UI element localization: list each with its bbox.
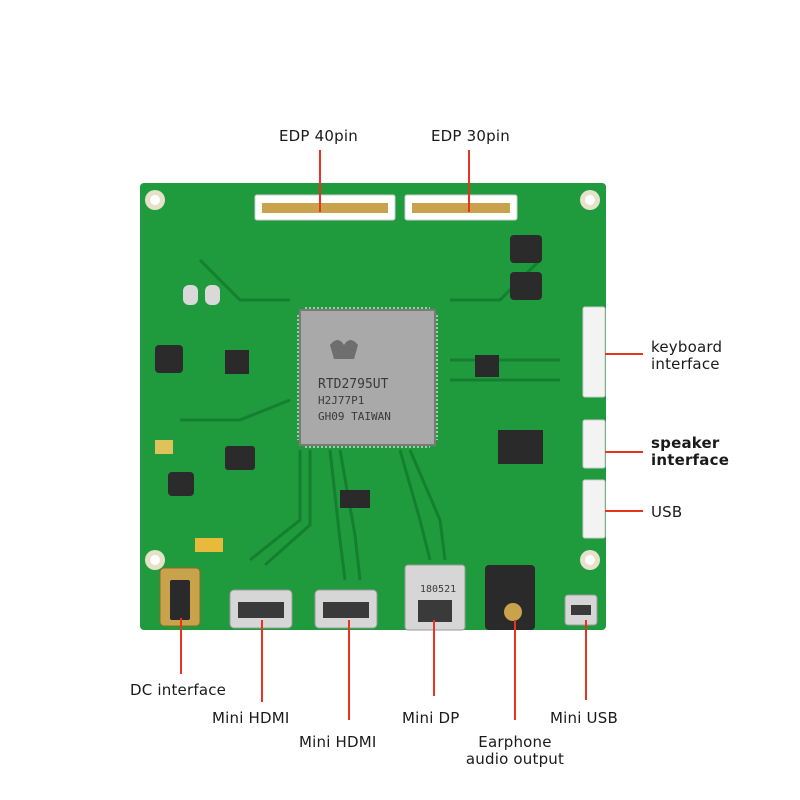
leader-hdmi2 — [348, 620, 350, 720]
label-earphone-audio-output: Earphone audio output — [455, 733, 575, 768]
speaker-connector — [582, 419, 606, 469]
label-dc-interface: DC interface — [130, 681, 227, 699]
label-speaker-line1: speaker — [651, 434, 720, 452]
main-chip — [299, 309, 436, 446]
dp-marking: 180521 — [420, 584, 456, 595]
keyboard-connector — [582, 306, 606, 398]
chip-marking-3: GH09 TAIWAN — [318, 410, 391, 423]
chip-marking-2: H2J77P1 — [318, 394, 364, 407]
label-mini-usb: Mini USB — [550, 709, 618, 727]
leader-edp40 — [319, 150, 321, 212]
label-keyboard-line2: interface — [651, 355, 720, 373]
label-usb: USB — [651, 503, 683, 521]
label-speaker-line2: interface — [651, 451, 730, 469]
leader-minidp — [433, 620, 435, 696]
label-keyboard-line1: keyboard — [651, 338, 723, 356]
leader-dc — [180, 618, 182, 674]
label-edp-30pin: EDP 30pin — [431, 127, 510, 145]
leader-keyboard — [605, 353, 643, 355]
label-speaker-interface: speaker interface — [651, 434, 729, 469]
leader-earphone — [514, 620, 516, 720]
label-mini-dp: Mini DP — [402, 709, 460, 727]
leader-speaker — [605, 451, 643, 453]
leader-hdmi1 — [261, 620, 263, 702]
leader-miniusb — [585, 620, 587, 700]
earphone-jack — [485, 565, 535, 630]
mounting-holes — [145, 190, 600, 570]
label-mini-hdmi-1: Mini HDMI — [212, 709, 290, 727]
label-edp-40pin: EDP 40pin — [279, 127, 358, 145]
label-earphone-line2: audio output — [465, 750, 565, 768]
label-earphone-line1: Earphone — [478, 733, 552, 751]
label-keyboard-interface: keyboard interface — [651, 338, 722, 373]
label-mini-hdmi-2: Mini HDMI — [299, 733, 377, 751]
usb-connector — [582, 479, 606, 539]
leader-usb — [605, 510, 643, 512]
chip-marking-1: RTD2795UT — [318, 377, 389, 392]
leader-edp30 — [468, 150, 470, 212]
